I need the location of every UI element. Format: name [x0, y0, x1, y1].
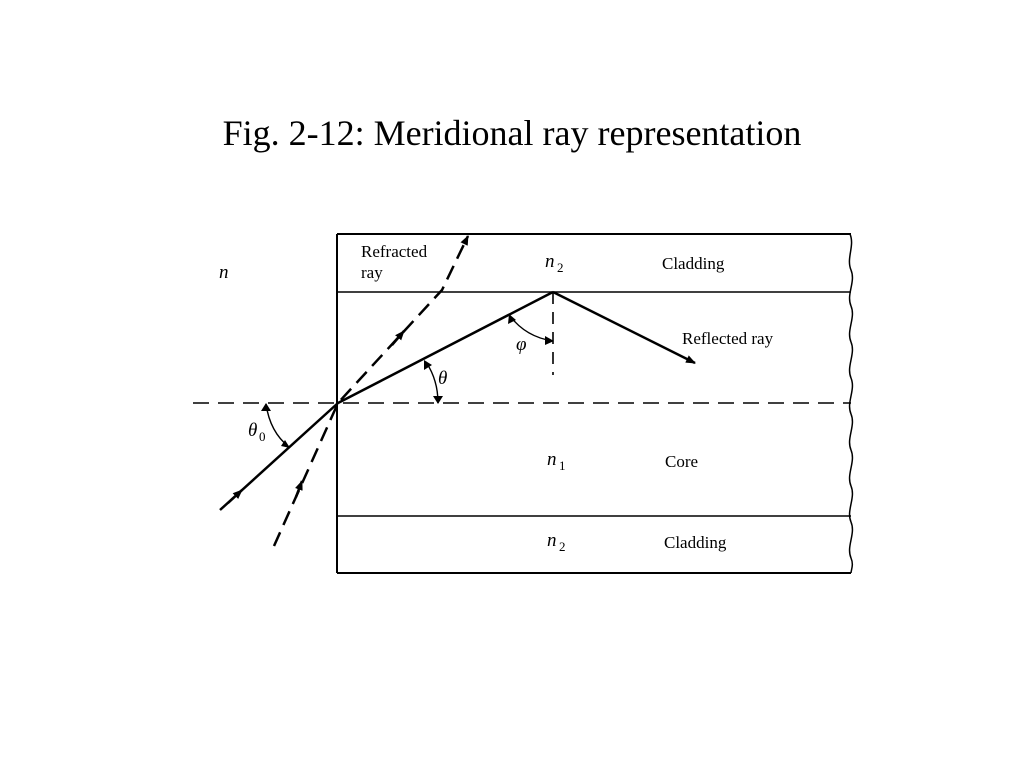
fiber-break-edge [848, 233, 854, 574]
top-cladding-index-subscript: 2 [557, 260, 564, 275]
reflected-ray [552, 290, 696, 365]
refracted-ray-label-line1: Refracted [361, 242, 428, 261]
core-index-subscript: 1 [559, 458, 566, 473]
refracted-ray-arrow-outside [294, 480, 304, 498]
top-cladding-label: Cladding [662, 254, 725, 273]
refracted-ray-label-line2: ray [361, 263, 383, 282]
theta0-symbol: θ [248, 420, 257, 441]
phi-arc-head-bottom [545, 336, 554, 345]
theta0-arc-head-top [261, 403, 271, 411]
refracted-ray [272, 235, 470, 547]
theta-label: θ [438, 368, 447, 389]
reflected-ray-label: Reflected ray [682, 329, 774, 348]
phi-arc-head-top [508, 314, 516, 324]
bottom-cladding-label: Cladding [664, 533, 727, 552]
outer-medium-index-label: n [219, 262, 229, 283]
slide-title: Fig. 2-12: Meridional ray representation [222, 113, 802, 153]
incident-ray-arrow [227, 489, 243, 504]
refracted-ray-arrow-core [391, 330, 405, 346]
core-index-symbol: n [547, 449, 557, 470]
theta0-arc-head-bottom [281, 440, 290, 448]
guided-ray [337, 290, 554, 405]
core-label: Core [665, 452, 698, 471]
theta0-subscript: 0 [259, 429, 266, 444]
phi-label: φ [516, 334, 527, 355]
theta-arc-head-top [424, 360, 432, 370]
bottom-cladding-index-symbol: n [547, 530, 557, 551]
bottom-cladding-index-subscript: 2 [559, 539, 566, 554]
theta-arc-head-bottom [433, 396, 443, 404]
top-cladding-index-symbol: n [545, 251, 555, 272]
